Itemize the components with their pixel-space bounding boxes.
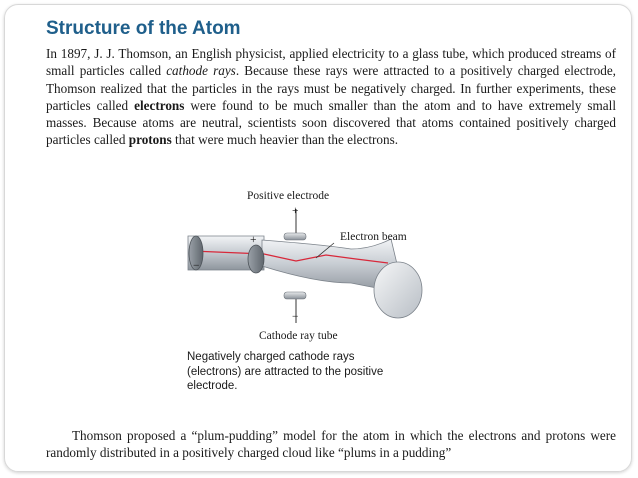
intro-text-1: In 1897, J. J. Thomson, an English physi… xyxy=(46,46,616,79)
positive-electrode-label: Positive electrode xyxy=(247,190,330,202)
minus-sign-bottom: − xyxy=(292,311,299,323)
intro-text-2: . Because these rays were attracted to a… xyxy=(46,63,616,113)
anode-disk xyxy=(247,244,265,274)
protons-term: protons xyxy=(128,132,172,148)
cathode-cap xyxy=(188,235,204,271)
cathode-rays-term: cathode rays xyxy=(166,63,236,79)
intro-text-4: that were much heavier than the electron… xyxy=(171,132,399,148)
conclusion-paragraph: Thomson proposed a “plum-pudding” model … xyxy=(46,428,616,460)
positive-plate-top xyxy=(283,232,307,241)
tube-screen xyxy=(373,261,423,319)
positive-plate-bottom xyxy=(283,291,307,300)
diagram-caption: Negatively charged cathode rays (electro… xyxy=(187,351,384,392)
plus-sign-anode: + xyxy=(250,234,257,246)
intro-text-3: were found to be much smaller than the a… xyxy=(46,97,616,148)
electron-beam-label: Electron beam xyxy=(340,231,407,243)
electron-beam-leader xyxy=(315,242,335,259)
plus-sign-top: + xyxy=(292,205,299,217)
electrons-term: electrons xyxy=(134,97,185,113)
slide-frame xyxy=(4,4,632,472)
slide-title: Structure of the Atom xyxy=(46,18,241,39)
cathode-ray-tube-label: Cathode ray tube xyxy=(259,330,338,342)
intro-paragraph: In 1897, J. J. Thomson, an English physi… xyxy=(46,45,616,149)
cathode-ray-tube-diagram xyxy=(187,209,423,323)
minus-sign-cathode: − xyxy=(193,260,200,272)
